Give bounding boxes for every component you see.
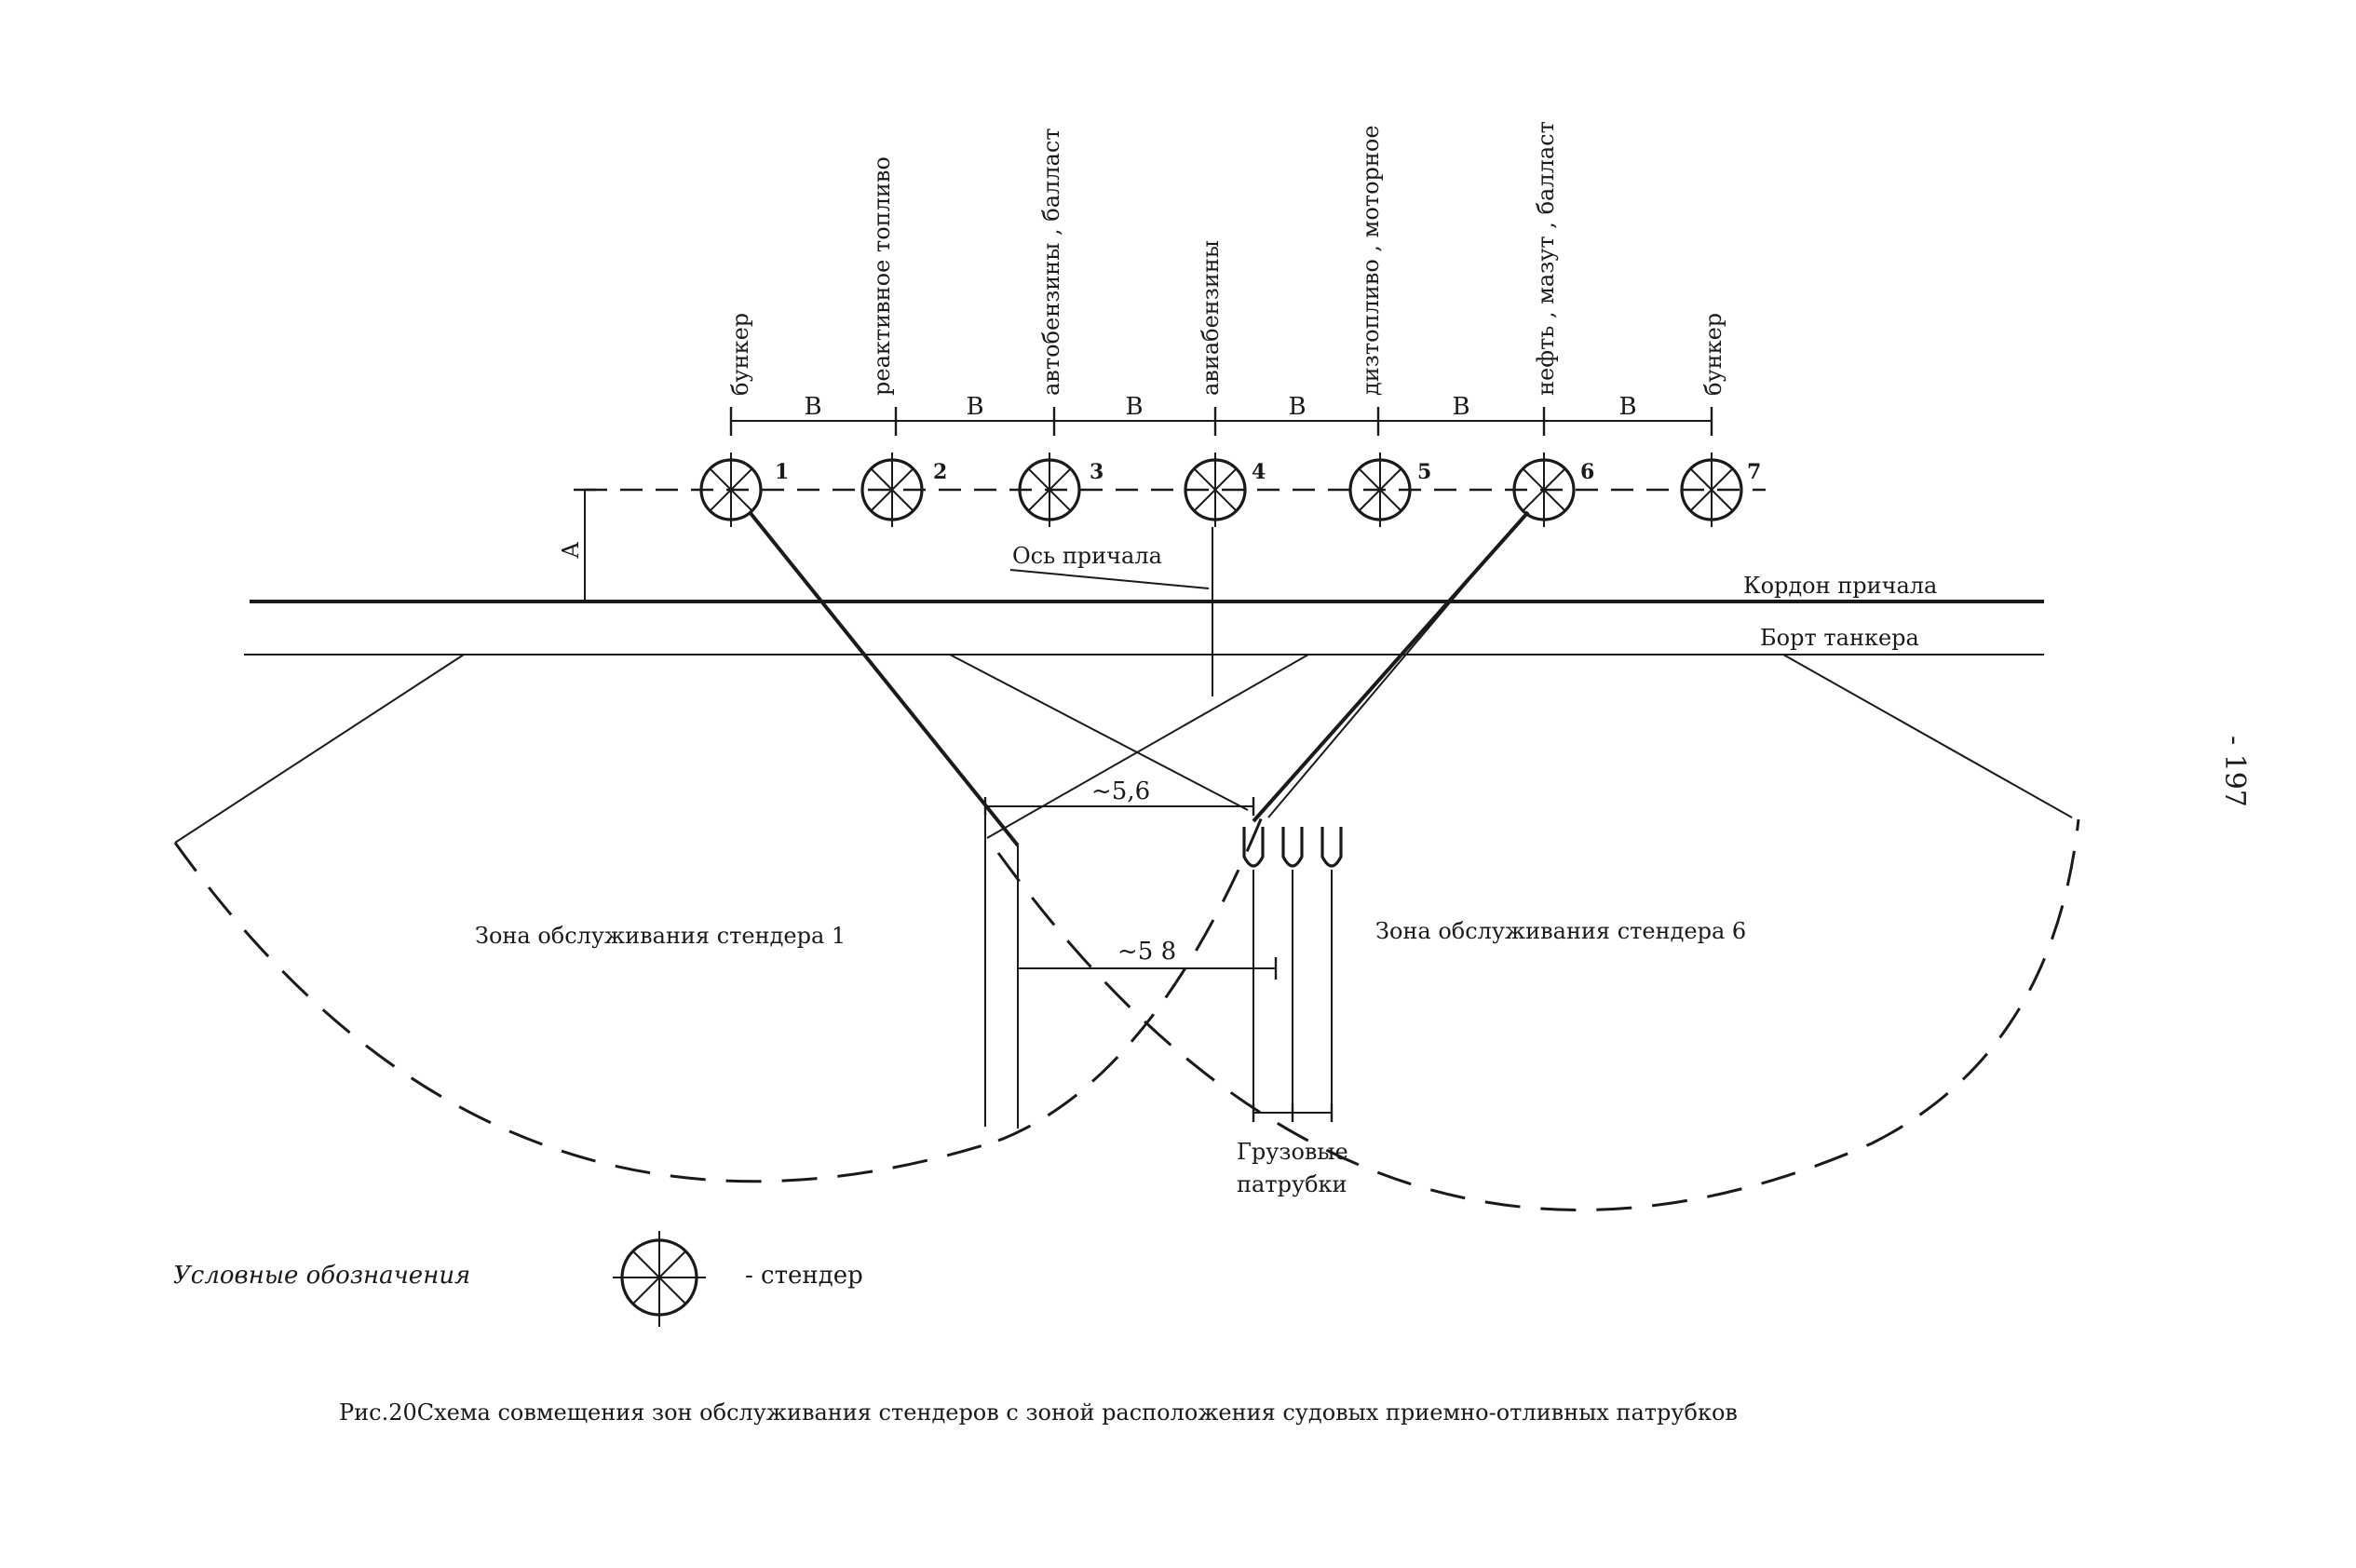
spacing-label-3: В bbox=[1125, 393, 1143, 421]
service-zone-1-boundary bbox=[173, 654, 1266, 1183]
stender-7-product: бункер bbox=[1700, 313, 1726, 396]
page-number: - 197 bbox=[2218, 736, 2251, 807]
stender-2-product: реактивное топливо bbox=[869, 156, 895, 396]
spacing-label-6: В bbox=[1618, 393, 1636, 421]
tanker-side-label: Борт танкера bbox=[1760, 625, 1919, 651]
stender-1 bbox=[699, 453, 763, 527]
stender-7 bbox=[1680, 453, 1743, 527]
stender-5-product: дизтопливо , моторное bbox=[1358, 125, 1384, 396]
stender-6 bbox=[1512, 453, 1576, 527]
stender-1-product: бункер bbox=[727, 313, 753, 396]
spacing-label-5: В bbox=[1452, 393, 1469, 421]
figure-caption: Рис.20Схема совмещения зон обслуживания … bbox=[339, 1399, 1738, 1426]
stender-3 bbox=[1018, 453, 1081, 527]
stender-7-number: 7 bbox=[1747, 460, 1761, 484]
legend-title: Условные обозначения bbox=[173, 1262, 470, 1290]
service-zone-6-boundary bbox=[986, 654, 2080, 1211]
spacing-label-2: В bbox=[966, 393, 983, 421]
berth-axis-label: Ось причала bbox=[1012, 543, 1162, 569]
stender-4 bbox=[1184, 453, 1247, 527]
stender-3-number: 3 bbox=[1090, 460, 1104, 484]
spacing-dimension-line bbox=[729, 407, 1713, 436]
stender-6-number: 6 bbox=[1580, 460, 1594, 484]
stender-2 bbox=[860, 453, 924, 527]
stender-1-arm bbox=[748, 510, 1020, 847]
spacing-label-1: В bbox=[804, 393, 821, 421]
spacing-label-4: В bbox=[1288, 393, 1306, 421]
cargo-nozzles-label-2: патрубки bbox=[1237, 1171, 1347, 1197]
legend-stender-symbol bbox=[613, 1231, 706, 1327]
zone-6-label: Зона обслуживания стендера 6 bbox=[1375, 918, 1746, 944]
stender-2-number: 2 bbox=[933, 460, 947, 484]
quay-edge-label: Кордон причала bbox=[1743, 573, 1937, 599]
stender-6-product: нефть , мазут , балласт bbox=[1533, 121, 1559, 396]
dimension-a-label: А bbox=[558, 542, 584, 559]
stender-5-number: 5 bbox=[1417, 460, 1431, 484]
cargo-nozzles bbox=[1242, 827, 1343, 1122]
cargo-nozzles-label-1: Грузовые bbox=[1237, 1139, 1348, 1165]
stender-5 bbox=[1348, 453, 1412, 527]
dimension-5-8 bbox=[1017, 845, 1278, 1129]
legend-item-label: - стендер bbox=[745, 1262, 863, 1290]
dimension-5-6 bbox=[983, 797, 1255, 1127]
stender-4-number: 4 bbox=[1252, 460, 1266, 484]
stender-4-product: авиабензины bbox=[1198, 240, 1224, 396]
stender-3-product: автобензины , балласт bbox=[1038, 128, 1064, 396]
dimension-5-6-label: ~5,6 bbox=[1091, 777, 1150, 805]
dimension-a bbox=[574, 488, 596, 602]
stender-6-arm bbox=[1252, 510, 1530, 823]
stender-1-number: 1 bbox=[775, 460, 789, 484]
dimension-5-8-label: ~5 8 bbox=[1117, 938, 1176, 966]
zone-1-label: Зона обслуживания стендера 1 bbox=[475, 923, 846, 949]
